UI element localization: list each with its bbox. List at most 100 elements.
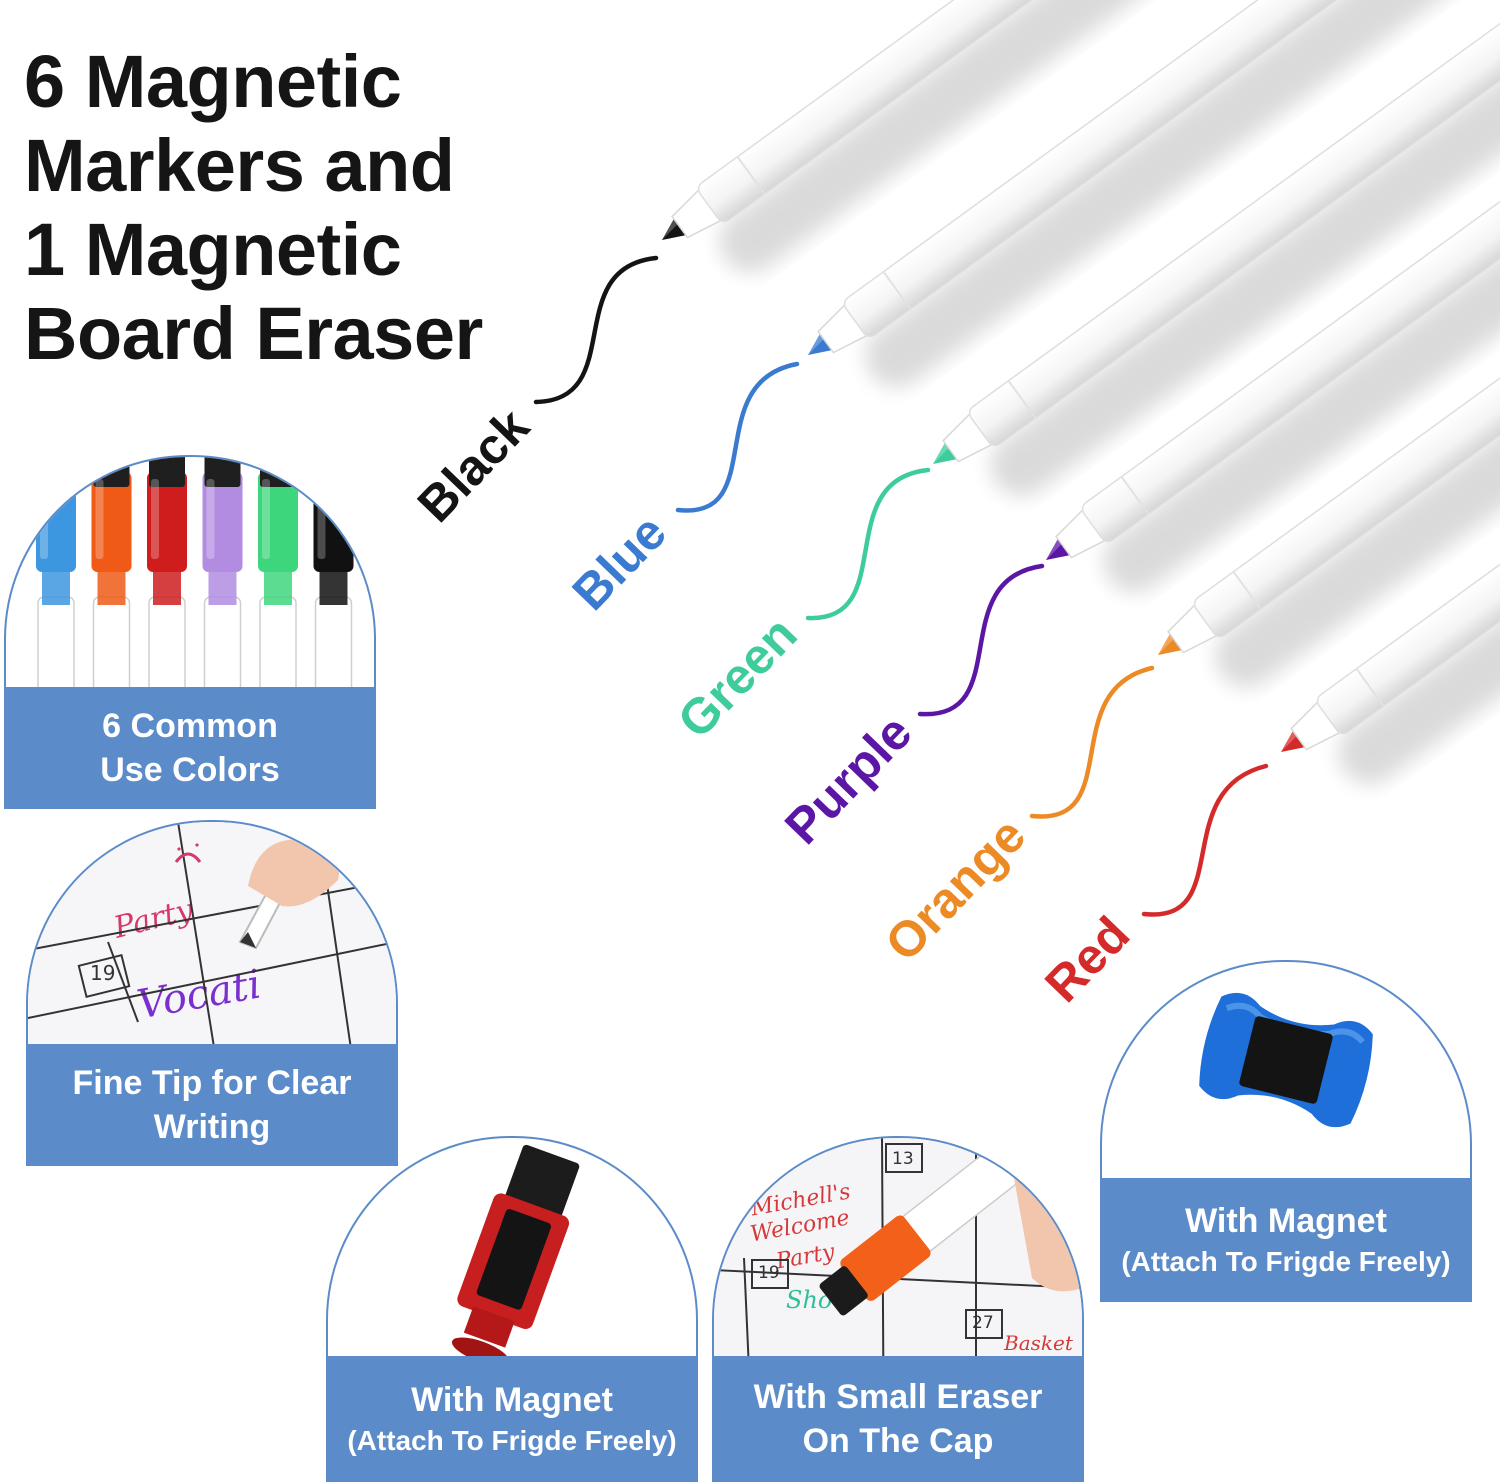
cap-highlight (40, 479, 48, 559)
pen-barrel (1081, 0, 1500, 543)
callout-title: 6 Common (102, 707, 278, 745)
callout-title: Fine Tip for Clear (72, 1064, 352, 1102)
cap-body (202, 472, 243, 572)
pen-body (808, 0, 1500, 355)
pen-shadow (1338, 311, 1500, 785)
pen-barrel-seam (882, 271, 912, 310)
hand (1014, 1176, 1082, 1292)
date-box (77, 953, 131, 999)
headline-line: 6 Magnetic (24, 40, 402, 123)
handwriting-number: 27 (972, 1313, 994, 1333)
pen-barrel (968, 0, 1500, 447)
pen-body (933, 0, 1500, 464)
pen-tip (240, 932, 256, 948)
cap-felt (819, 1266, 868, 1316)
ink-squiggle (533, 255, 659, 405)
pen-tip (808, 331, 834, 355)
color-label: Purple (774, 704, 922, 855)
ink-squiggle (1029, 665, 1155, 819)
callout-band: With Small Eraser On The Cap (714, 1356, 1082, 1482)
ink-squiggle (1141, 763, 1269, 917)
pen-barrel (843, 0, 1500, 338)
callout-magnet-eraser: With Magnet (Attach To Frigde Freely) (1100, 960, 1472, 1302)
callout-subtitle: Writing (153, 1108, 271, 1146)
handwriting-text: Basket (1003, 1331, 1074, 1355)
pen-tip (933, 440, 959, 464)
date-box (965, 1309, 1003, 1339)
hand (248, 839, 340, 907)
eraser-magnet (1239, 1016, 1333, 1104)
smiley-doodle (174, 842, 202, 863)
pen-shadow (1103, 119, 1500, 593)
headline: 6 Magnetic Markers and 1 Magnetic Board … (24, 40, 483, 376)
pen-tip (662, 216, 688, 240)
color-label: Orange (874, 807, 1036, 972)
pen-body (1158, 75, 1500, 655)
cap-body (147, 472, 187, 572)
cap-highlight (206, 479, 215, 559)
pen-tip-highlight (1281, 728, 1299, 752)
pen-barrel-seam (1120, 476, 1150, 515)
pen-shadow (865, 0, 1493, 388)
callout-fine-tip: Party 19 Vocati Fine Tip for Clear Writi… (26, 820, 398, 1166)
pen-barrel (1193, 75, 1500, 638)
handwriting-number: 13 (892, 1149, 914, 1169)
pen-tip-highlight (808, 331, 826, 355)
callout-cap-eraser: Michell's Welcome Party 13 19 Sho 27 Bas… (712, 1136, 1084, 1482)
date-box (885, 1143, 923, 1173)
pen-shadow (990, 23, 1500, 497)
cap-felt (504, 1144, 580, 1220)
pen-tip (1281, 728, 1307, 752)
pen-body (662, 0, 1449, 240)
callout-band: With Magnet (Attach To Frigde Freely) (328, 1356, 696, 1482)
cap-eraser-felt (149, 457, 185, 487)
cap-eraser-felt (315, 457, 352, 487)
callout-title: With Magnet (1185, 1202, 1387, 1240)
pen-tip (1046, 536, 1072, 560)
board-eraser-group (1199, 992, 1373, 1128)
callout-subtitle: Use Colors (100, 751, 280, 789)
cap-body (840, 1215, 931, 1301)
pen-body (1281, 172, 1500, 752)
cap-body (258, 472, 298, 572)
cap-eraser-felt (204, 457, 241, 487)
pen-tip-highlight (662, 216, 680, 240)
orange-cap-group (819, 1138, 1032, 1316)
callout-subtitle: (Attach To Frigde Freely) (347, 1425, 677, 1456)
ink-squiggle (675, 361, 800, 513)
pen-tip (1158, 631, 1184, 655)
pen-body (1046, 0, 1500, 560)
cap-body (91, 472, 132, 572)
handwriting-number: 19 (90, 961, 115, 985)
cap-magnet (476, 1208, 552, 1310)
pen-barrel-seam (1355, 668, 1385, 707)
cap-eraser-felt (38, 457, 74, 487)
pen-barrel (1316, 172, 1500, 735)
pen-shadow (719, 0, 1347, 273)
pen-barrel-seam (1007, 380, 1037, 419)
red-cap-with-magnet (451, 1144, 580, 1366)
cap-eraser-felt (93, 457, 130, 487)
ink-squiggle (917, 563, 1045, 717)
callout-subtitle: On The Cap (802, 1422, 994, 1460)
calendar-grid-line (107, 941, 139, 1023)
date-box (751, 1259, 789, 1289)
cap-highlight (95, 479, 104, 559)
calendar-grid-line (28, 879, 396, 951)
callout-title: With Small Eraser (753, 1378, 1043, 1416)
color-label: Green (667, 606, 808, 749)
callout-band: 6 Common Use Colors (6, 687, 374, 809)
headline-line: Board Eraser (24, 292, 483, 375)
cap-eraser-felt (260, 457, 296, 487)
cap-highlight (317, 479, 326, 559)
pen-tip-highlight (1046, 536, 1064, 560)
pen-barrel-seam (736, 156, 766, 195)
pen-barrel-seam (1232, 571, 1262, 610)
callout-title: With Magnet (411, 1381, 613, 1419)
pen-shadow (1215, 214, 1500, 688)
callout-colors: 6 Common Use Colors (4, 455, 376, 809)
red-cap-group (451, 1144, 580, 1366)
cap-body (36, 472, 76, 572)
callout-band: With Magnet (Attach To Frigde Freely) (1102, 1178, 1470, 1302)
